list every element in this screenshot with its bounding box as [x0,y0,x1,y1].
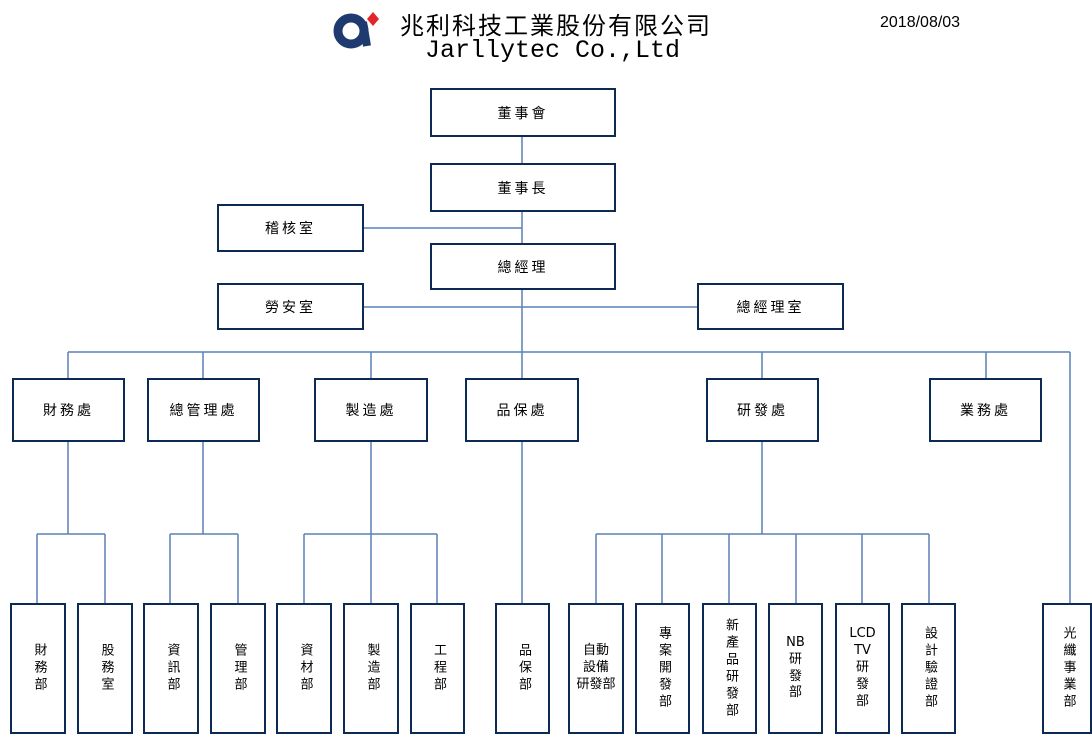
dept-finance: 財務部 [10,603,66,734]
dept-label: 財務部 [31,643,47,694]
dept-label: 品保部 [515,643,531,694]
dept-engineering: 工程部 [410,603,465,734]
dept-label: 資訊部 [164,643,180,694]
safety-office-box: 勞安室 [217,283,364,330]
division-rnd: 研發處 [706,378,819,442]
division-general-admin: 總管理處 [147,378,260,442]
dept-stock-affairs: 股務室 [77,603,133,734]
dept-label: 管理部 [231,643,247,694]
dept-management: 管理部 [210,603,266,734]
division-quality: 品保處 [465,378,579,442]
chart-date: 2018/08/03 [880,14,961,31]
dept-label: 專案開發部 [655,626,671,711]
dept-design-verification: 設計驗證部 [901,603,956,734]
division-sales: 業務處 [929,378,1042,442]
dept-fiber-optics: 光纖事業部 [1042,603,1092,734]
dept-label: 資材部 [297,643,313,694]
dept-label: 新產品研發部 [722,617,738,720]
dept-label: 製造部 [364,643,380,694]
dept-it: 資訊部 [143,603,199,734]
chairman-box: 董事長 [430,163,616,212]
dept-project-dev: 專案開發部 [635,603,690,734]
company-name-chinese: 兆利科技工業股份有限公司 [400,12,712,40]
dept-label: 自動設備研發部 [576,643,616,692]
company-logo-icon [333,12,379,49]
dept-materials: 資材部 [276,603,332,734]
dept-automation-rnd: 自動設備研發部 [568,603,624,734]
division-manufacturing: 製造處 [314,378,428,442]
dept-new-product-rnd: 新產品研發部 [702,603,757,734]
dept-label: 設計驗證部 [921,626,937,711]
dept-label: 光纖事業部 [1060,626,1076,711]
dept-label: 股務室 [98,643,114,694]
division-finance: 財務處 [12,378,125,442]
general-manager-box: 總經理 [430,243,616,290]
gm-office-box: 總經理室 [697,283,844,330]
dept-label: 工程部 [430,643,446,694]
company-name-english: Jarllytec Co.,Ltd [425,36,681,65]
dept-manufacturing: 製造部 [343,603,399,734]
audit-office-box: 稽核室 [217,204,364,252]
board-of-directors-box: 董事會 [430,88,616,137]
dept-quality: 品保部 [495,603,550,734]
